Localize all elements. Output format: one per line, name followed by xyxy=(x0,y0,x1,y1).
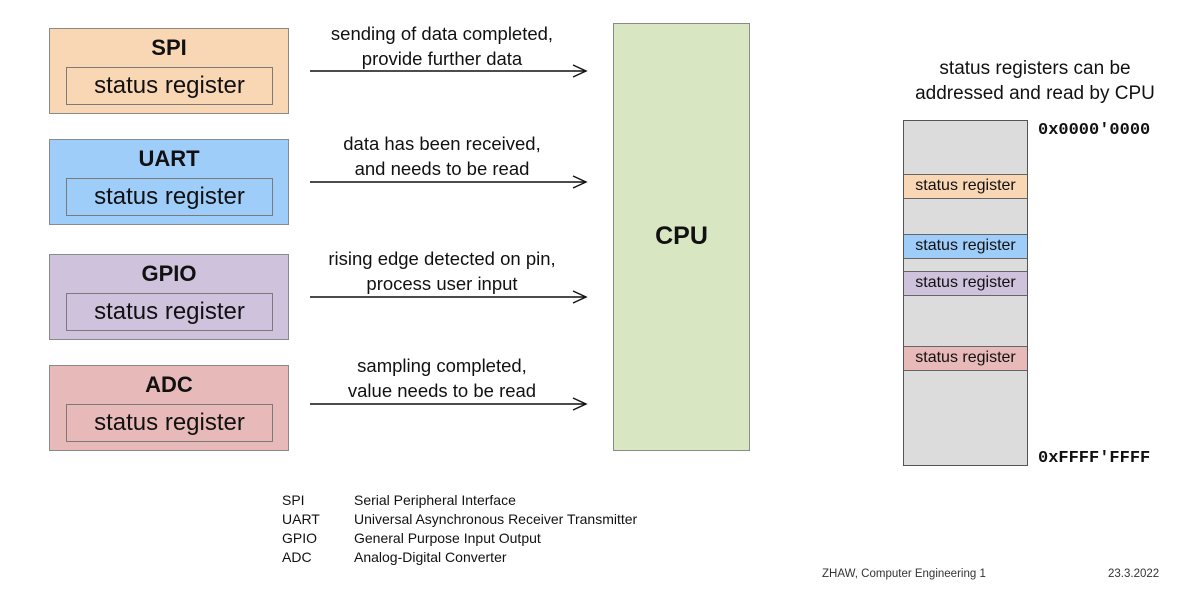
legend-abbr: UART xyxy=(282,511,320,527)
legend-row: UART Universal Asynchronous Receiver Tran… xyxy=(282,510,637,529)
message-line: sending of data completed, xyxy=(330,23,554,44)
memory-slot-spi: status register xyxy=(904,174,1027,199)
peripheral-adc: ADC status register xyxy=(49,365,289,451)
message-line: sampling completed, xyxy=(357,355,527,376)
peripheral-status-register: status register xyxy=(66,67,273,105)
arrow-adc-to-cpu xyxy=(310,397,588,411)
legend-full: General Purpose Input Output xyxy=(354,530,541,546)
memory-slot-gpio: status register xyxy=(904,271,1027,296)
footer-right: 23.3.2022 xyxy=(1108,568,1160,580)
peripheral-name: ADC xyxy=(145,372,193,397)
memory-end-address: 0xFFFF'FFFF xyxy=(1038,449,1151,468)
arrow-spi-to-cpu xyxy=(310,64,588,78)
peripheral-status-register: status register xyxy=(66,178,273,216)
memory-caption-line: status registers can be xyxy=(939,58,1131,79)
memory-caption: status registers can be addressed and re… xyxy=(898,56,1172,106)
memory-map: status register status register status r… xyxy=(903,120,1028,466)
memory-caption-line: addressed and read by CPU xyxy=(915,83,1155,104)
message-line: value needs to be read xyxy=(347,380,537,401)
abbreviation-legend: SPI Serial Peripheral Interface UART Unive… xyxy=(282,491,637,567)
arrow-gpio-to-cpu xyxy=(310,290,588,304)
legend-row: GPIO General Purpose Input Output xyxy=(282,529,637,548)
legend-row: ADC Analog-Digital Converter xyxy=(282,548,637,567)
message-adc: sampling completed, value needs to be re… xyxy=(302,353,582,403)
legend-abbr: GPIO xyxy=(282,530,318,546)
peripheral-name: UART xyxy=(138,146,200,171)
footer-left: ZHAW, Computer Engineering 1 xyxy=(822,568,986,580)
message-line: rising edge detected on pin, xyxy=(328,248,556,269)
legend-abbr: SPI xyxy=(282,492,305,508)
peripheral-name: SPI xyxy=(151,35,187,60)
legend-full: Analog-Digital Converter xyxy=(354,549,507,565)
legend-abbr: ADC xyxy=(282,549,312,565)
message-spi: sending of data completed, provide furth… xyxy=(302,21,582,71)
message-line: data has been received, xyxy=(343,133,541,154)
memory-slot-adc: status register xyxy=(904,346,1027,371)
message-line: process user input xyxy=(366,273,518,294)
peripheral-status-register: status register xyxy=(66,293,273,331)
message-uart: data has been received, and needs to be … xyxy=(302,131,582,181)
message-gpio: rising edge detected on pin, process use… xyxy=(302,246,582,296)
memory-slot-uart: status register xyxy=(904,234,1027,259)
peripheral-spi: SPI status register xyxy=(49,28,289,114)
legend-row: SPI Serial Peripheral Interface xyxy=(282,491,637,510)
peripheral-gpio: GPIO status register xyxy=(49,254,289,340)
legend-full: Universal Asynchronous Receiver Transmit… xyxy=(354,511,638,527)
arrow-uart-to-cpu xyxy=(310,175,588,189)
legend-full: Serial Peripheral Interface xyxy=(354,492,516,508)
peripheral-status-register: status register xyxy=(66,404,273,442)
peripheral-uart: UART status register xyxy=(49,139,289,225)
cpu-label: CPU xyxy=(655,222,708,250)
peripheral-name: GPIO xyxy=(141,261,197,286)
message-line: and needs to be read xyxy=(354,158,530,179)
message-line: provide further data xyxy=(361,48,523,69)
cpu-block: CPU xyxy=(613,23,750,451)
memory-start-address: 0x0000'0000 xyxy=(1038,121,1151,140)
